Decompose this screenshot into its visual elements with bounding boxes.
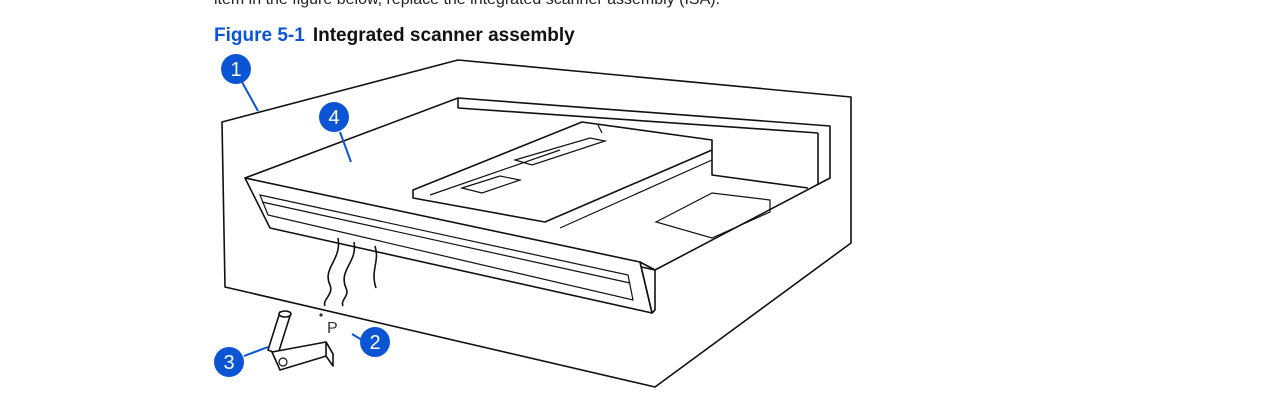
- front-slot-line: [261, 201, 631, 284]
- figure-caption: Figure 5-1 Integrated scanner assembly: [214, 25, 575, 47]
- right-panel-divider: [559, 159, 713, 229]
- feeder-slot-upper: [512, 137, 608, 166]
- figure-number: Figure 5-1: [214, 25, 305, 46]
- right-panel-edge: [711, 150, 809, 189]
- preceding-text-fragment: item in the figure below, replace the in…: [214, 0, 720, 9]
- cable-2: [341, 241, 356, 307]
- callout-3-label: 3: [223, 352, 234, 374]
- callout-3: 3: [214, 347, 244, 377]
- callout-4-leader: [339, 131, 352, 163]
- callout-1-label: 1: [230, 59, 241, 81]
- callout-3-leader: [243, 346, 269, 357]
- callout-1-circle: [221, 54, 251, 84]
- part-mark-letter: P: [327, 320, 338, 337]
- cable-3: [373, 245, 378, 289]
- callout-2-circle: [360, 327, 390, 357]
- feeder-slot-lower: [459, 175, 523, 194]
- hinge-arm: [267, 311, 291, 355]
- hinge-arm-top: [278, 310, 292, 318]
- callout-1-leader: [241, 81, 259, 112]
- callout-4: 4: [319, 102, 349, 132]
- callout-1: 1: [221, 54, 251, 84]
- callout-4-label: 4: [328, 107, 339, 129]
- right-panel-flap: [654, 192, 771, 239]
- cable-1: [323, 237, 340, 307]
- hinge-pivot: [278, 357, 288, 367]
- part-mark-dot: [319, 313, 323, 317]
- feeder-guide-1: [429, 149, 561, 196]
- callout-3-circle: [214, 347, 244, 377]
- hinge-base-end: [325, 341, 334, 367]
- feeder-guide-2: [597, 124, 603, 134]
- bezel-side: [639, 261, 656, 314]
- callout-2-label: 2: [369, 332, 380, 354]
- callout-4-circle: [319, 102, 349, 132]
- callout-2: 2: [360, 327, 390, 357]
- front-slot-opening: [259, 194, 634, 301]
- lid-inner-edge: [457, 107, 819, 134]
- figure-title: Integrated scanner assembly: [312, 25, 575, 46]
